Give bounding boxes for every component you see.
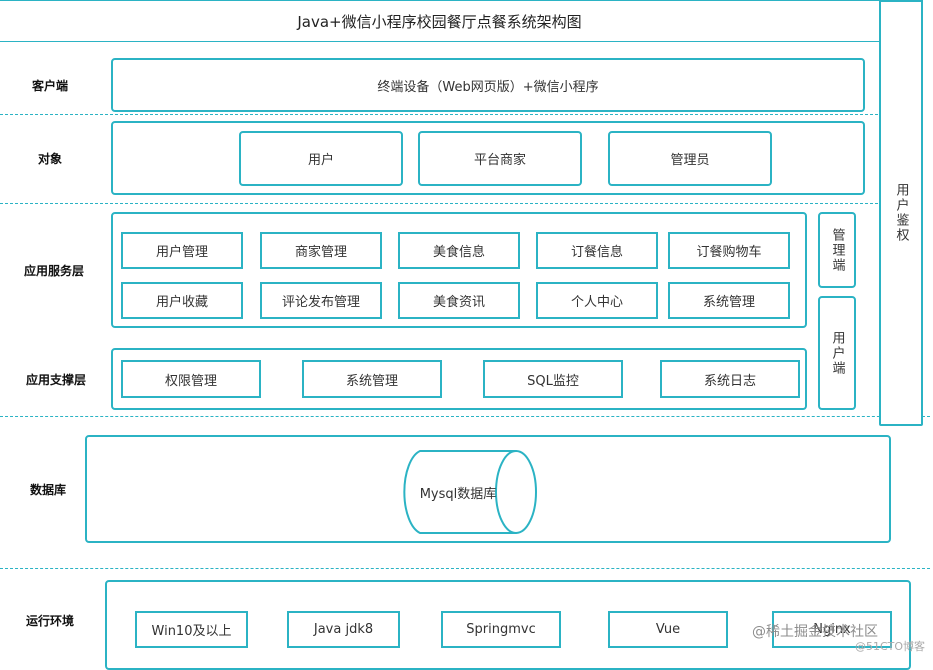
env-item-springmvc: Springmvc (441, 611, 561, 648)
watermark-juejin: @稀土掘金技术社区 (752, 624, 878, 640)
support-item-syslog: 系统日志 (660, 360, 800, 398)
service-item-profile: 个人中心 (536, 282, 658, 319)
auth-side-box: 用户鉴权 (879, 0, 923, 426)
row-label-env: 运行环境 (26, 613, 75, 628)
row-label-client: 客户端 (32, 78, 69, 93)
row-label-service: 应用服务层 (24, 263, 85, 278)
client-content: 终端设备（Web网页版）+微信小程序 (377, 79, 599, 95)
database-cylinder-icon (403, 450, 537, 534)
env-item-win10: Win10及以上 (135, 611, 248, 648)
object-item-admin: 管理员 (608, 131, 772, 186)
client-box: 终端设备（Web网页版）+微信小程序 (111, 58, 865, 112)
env-item-jdk: Java jdk8 (287, 611, 400, 648)
service-item-user-mgmt: 用户管理 (121, 232, 243, 269)
service-item-cart: 订餐购物车 (668, 232, 790, 269)
user-side-label: 用户端 (829, 330, 845, 376)
support-item-system: 系统管理 (302, 360, 442, 398)
support-item-permission: 权限管理 (121, 360, 261, 398)
database-cylinder: Mysql数据库 (398, 449, 538, 535)
user-side-box: 用户端 (818, 296, 856, 410)
title-bar: Java+微信小程序校园餐厅点餐系统架构图 (0, 0, 880, 42)
separator-client (0, 114, 878, 115)
row-label-support: 应用支撑层 (26, 372, 87, 387)
watermark-51cto: @51CTO博客 (855, 640, 926, 653)
support-item-sql-monitor: SQL监控 (483, 360, 623, 398)
admin-side-label: 管理端 (829, 227, 845, 273)
separator-service (0, 416, 930, 417)
service-item-merchant-mgmt: 商家管理 (260, 232, 382, 269)
service-item-system-mgmt: 系统管理 (668, 282, 790, 319)
service-item-food-news: 美食资讯 (398, 282, 520, 319)
separator-database (0, 568, 930, 569)
admin-side-box: 管理端 (818, 212, 856, 288)
env-item-vue: Vue (608, 611, 728, 648)
auth-side-label: 用户鉴权 (893, 183, 909, 243)
diagram-title: Java+微信小程序校园餐厅点餐系统架构图 (297, 12, 582, 31)
row-label-database: 数据库 (30, 482, 67, 497)
separator-object (0, 203, 878, 204)
service-item-favorites: 用户收藏 (121, 282, 243, 319)
row-label-object: 对象 (38, 151, 63, 166)
database-label: Mysql数据库 (419, 486, 497, 502)
object-item-user: 用户 (239, 131, 403, 186)
env-item-nginx: Nginx (772, 611, 892, 648)
object-item-merchant: 平台商家 (418, 131, 582, 186)
service-item-order-info: 订餐信息 (536, 232, 658, 269)
service-item-comment-mgmt: 评论发布管理 (260, 282, 382, 319)
service-item-food-info: 美食信息 (398, 232, 520, 269)
